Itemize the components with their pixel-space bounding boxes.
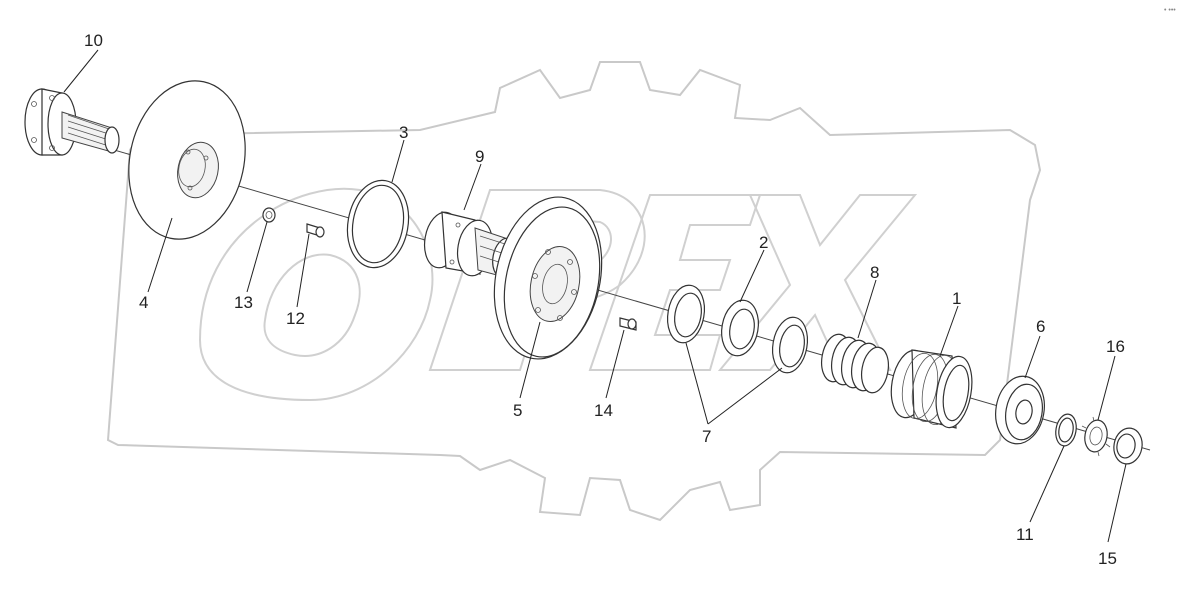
leader-13 — [246, 221, 268, 293]
callout-16: 16 — [1106, 337, 1125, 356]
part-3-ring — [346, 179, 410, 269]
leader-11 — [1029, 445, 1065, 523]
leader-7a — [685, 342, 709, 425]
part-12-bushing — [306, 223, 325, 238]
callout-9: 9 — [475, 147, 484, 166]
leader-9 — [463, 163, 482, 211]
callout-12: 12 — [286, 309, 305, 328]
leader-2 — [739, 249, 765, 303]
part-11-snap-ring — [1055, 413, 1077, 447]
leader-16 — [1097, 355, 1116, 421]
callout-11: 11 — [1016, 525, 1034, 544]
callout-5: 5 — [513, 401, 522, 420]
part-7-shim-ring-a — [666, 284, 706, 344]
leader-8 — [857, 279, 877, 339]
leader-5 — [519, 321, 541, 399]
part-4-disc — [128, 80, 246, 240]
callout-15: 15 — [1098, 549, 1117, 568]
leader-14 — [605, 329, 625, 399]
callout-10: 10 — [84, 31, 103, 50]
part-15-nut — [1113, 427, 1143, 465]
callout-6: 6 — [1036, 317, 1045, 336]
part-7-shim-ring-b — [771, 316, 809, 374]
leader-3 — [391, 139, 405, 183]
callout-labels: 10 4 3 9 13 12 5 14 2 8 1 7 6 16 11 15 — [84, 31, 1125, 568]
callout-8: 8 — [870, 263, 879, 282]
part-5-pulley — [493, 196, 603, 360]
part-14-bolt — [619, 317, 637, 331]
leader-lines — [63, 49, 1127, 543]
part-10-splined-hub — [24, 88, 120, 156]
callout-2: 2 — [759, 233, 768, 252]
callout-3: 3 — [399, 123, 408, 142]
part-2-washer — [721, 299, 759, 357]
leader-4 — [147, 217, 173, 293]
leader-10 — [63, 49, 99, 93]
part-6-seal-disc — [995, 375, 1045, 445]
callout-7: 7 — [702, 427, 711, 446]
watermark-gear-outline — [106, 61, 1042, 522]
callout-13: 13 — [234, 293, 253, 312]
leader-6 — [1024, 335, 1041, 379]
callout-14: 14 — [594, 401, 613, 420]
leader-7b — [707, 367, 783, 425]
part-1-bellows — [890, 349, 973, 429]
callout-4: 4 — [139, 293, 148, 312]
leader-15 — [1107, 463, 1127, 543]
leader-1 — [939, 305, 959, 357]
part-16-lock-washer — [1081, 416, 1111, 457]
watermark-letter-x — [717, 194, 918, 371]
corner-mark: • ••• — [1164, 7, 1176, 14]
leader-12 — [296, 233, 310, 308]
part-13-nut — [262, 207, 276, 223]
callout-1: 1 — [952, 289, 961, 308]
part-8-spring — [820, 333, 890, 394]
